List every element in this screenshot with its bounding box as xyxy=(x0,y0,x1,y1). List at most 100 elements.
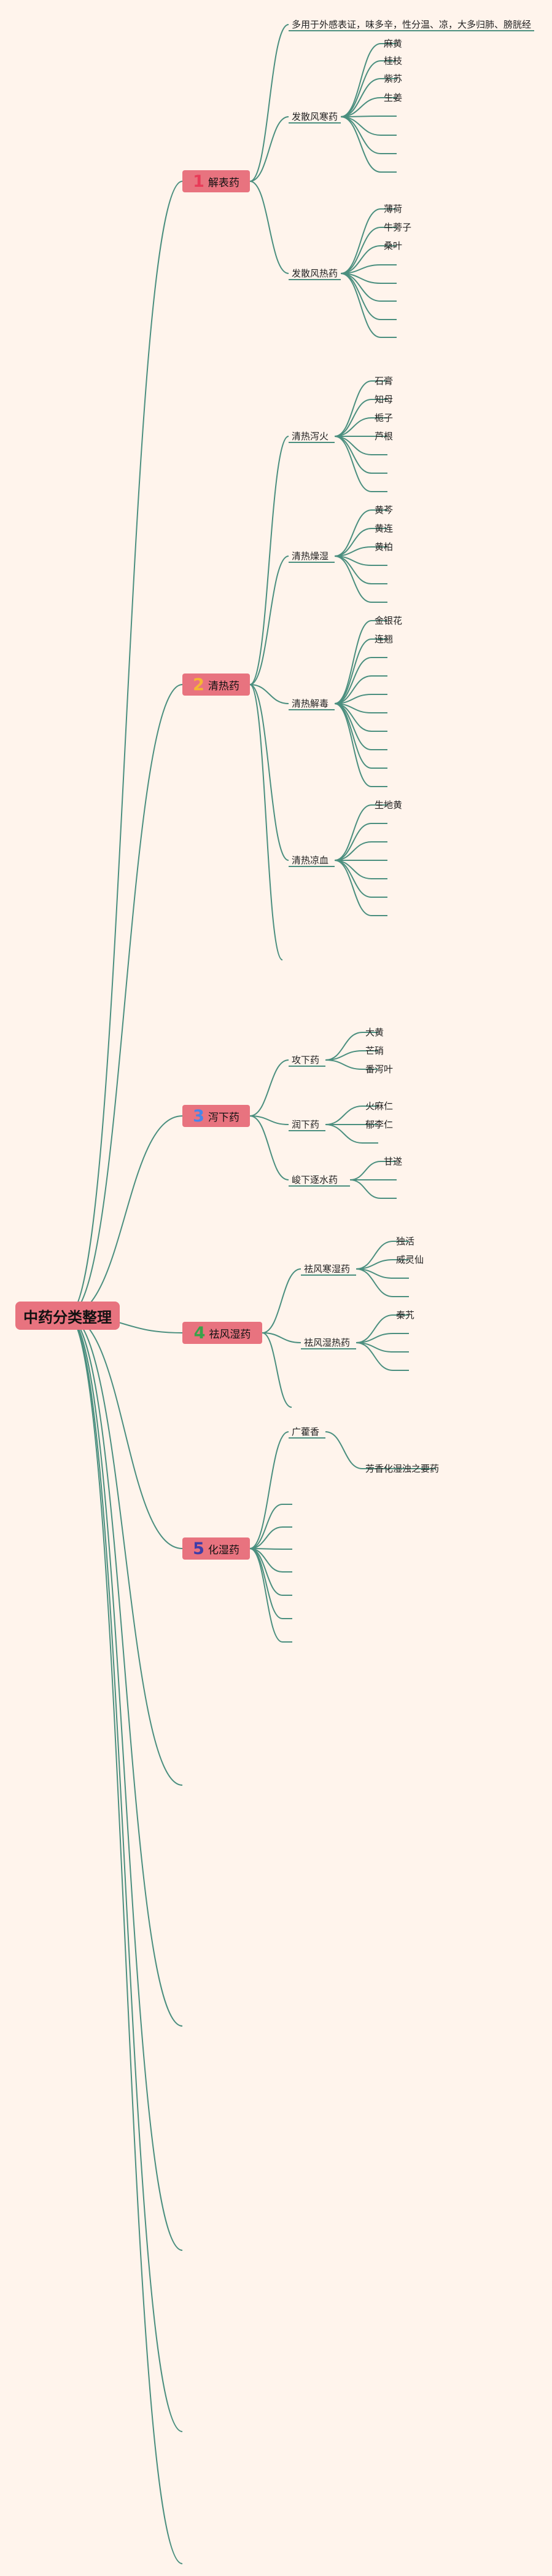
category-label: 祛风湿药 xyxy=(209,1328,251,1341)
category-number: 5 xyxy=(193,1539,204,1558)
node-c3-s1-2[interactable]: 芒硝 xyxy=(365,1045,384,1056)
c4-s1-leaf xyxy=(356,1268,394,1297)
category-node-2[interactable]: 2 清热药 xyxy=(182,673,250,696)
node-c5-s1-1[interactable]: 芳香化湿浊之要药 xyxy=(365,1463,440,1474)
node-c2-s3-1[interactable]: 金银花 xyxy=(375,615,403,626)
c2-branch xyxy=(249,684,289,704)
root-branch-empty xyxy=(67,1315,183,2432)
node-c4-s2[interactable]: 祛风湿热药 xyxy=(304,1337,351,1348)
node-c4-s2-1[interactable]: 秦艽 xyxy=(396,1310,415,1321)
c2-branch-empty xyxy=(249,684,283,960)
node-c2-s4-1[interactable]: 生地黄 xyxy=(375,799,403,811)
c1-s1-leaf xyxy=(340,43,381,117)
node-c1-s2-2[interactable]: 牛蒡子 xyxy=(384,222,412,233)
node-c1-s1[interactable]: 发散风寒药 xyxy=(292,111,338,122)
node-c1-s1-4[interactable]: 生姜 xyxy=(384,92,403,103)
c2-s4-leaf xyxy=(334,841,372,861)
c3-s1-leaf xyxy=(325,1059,363,1070)
c5-s1-leaf xyxy=(325,1431,363,1469)
category-node-5[interactable]: 5 化湿药 xyxy=(182,1537,250,1560)
node-c1-s2-1[interactable]: 薄荷 xyxy=(384,203,403,214)
node-c5-s1[interactable]: 广藿香 xyxy=(292,1426,320,1437)
node-c4-s1-2[interactable]: 威灵仙 xyxy=(396,1254,424,1265)
node-c2-s1-3[interactable]: 栀子 xyxy=(375,412,394,423)
c4-s1-leaf xyxy=(356,1241,394,1270)
category-number: 4 xyxy=(193,1323,206,1343)
c2-s4-leaf xyxy=(334,860,372,916)
c4-branch-empty xyxy=(262,1332,292,1408)
root-branch xyxy=(67,684,183,1316)
c2-s2-leaf xyxy=(334,556,372,603)
node-c2-s3[interactable]: 清热解毒 xyxy=(292,698,329,709)
c2-branch xyxy=(249,436,289,685)
node-c1-note[interactable]: 多用于外感表证，味多辛，性分温、凉，大多归肺、膀胱经 xyxy=(292,19,532,30)
node-c1-s2[interactable]: 发散风热药 xyxy=(292,268,338,279)
category-label: 清热药 xyxy=(208,680,239,693)
root-branch-empty xyxy=(67,1315,183,2564)
c1-s1-leaf xyxy=(340,116,381,136)
c2-s3-leaf xyxy=(334,620,372,704)
node-c1-s1-3[interactable]: 紫苏 xyxy=(384,73,403,84)
c3-s1-leaf xyxy=(325,1032,363,1061)
c3-s2-leaf xyxy=(325,1124,363,1144)
node-c3-s3-1[interactable]: 甘遂 xyxy=(384,1156,403,1167)
c5-branch-empty xyxy=(249,1548,283,1596)
c3-branch xyxy=(249,1115,289,1180)
mindmap-edges xyxy=(67,24,534,2564)
node-c2-s4[interactable]: 清热凉血 xyxy=(292,855,329,866)
c3-branch xyxy=(249,1115,289,1125)
node-c2-s2[interactable]: 清热燥湿 xyxy=(292,551,329,562)
category-number: 2 xyxy=(193,675,204,694)
c5-branch xyxy=(249,1431,289,1549)
node-c2-s3-2[interactable]: 连翘 xyxy=(375,634,394,645)
c3-s2-leaf xyxy=(325,1105,363,1125)
root-branch-empty xyxy=(67,1315,183,2027)
node-c3-s3[interactable]: 峻下逐水药 xyxy=(292,1174,338,1185)
node-c1-s1-2[interactable]: 桂枝 xyxy=(384,55,403,66)
node-c2-s2-3[interactable]: 黄柏 xyxy=(375,541,394,552)
c2-s1-leaf xyxy=(334,399,372,437)
c1-s2-leaf xyxy=(340,245,381,274)
c3-s3-leaf xyxy=(349,1179,381,1199)
c2-s3-leaf xyxy=(334,703,372,769)
c2-s2-leaf xyxy=(334,528,372,557)
category-label: 化湿药 xyxy=(208,1544,239,1557)
c3-branch xyxy=(249,1059,289,1117)
c2-s1-leaf xyxy=(334,436,372,455)
node-c3-s2-1[interactable]: 火麻仁 xyxy=(365,1101,394,1112)
node-c4-s1[interactable]: 祛风寒湿药 xyxy=(304,1263,351,1274)
node-c2-s2-2[interactable]: 黄连 xyxy=(375,523,394,534)
node-c2-s1-2[interactable]: 知母 xyxy=(375,394,394,405)
node-c3-s2[interactable]: 润下药 xyxy=(292,1119,320,1130)
root-node[interactable]: 中药分类整理 xyxy=(15,1302,120,1330)
node-c2-s1-4[interactable]: 芦根 xyxy=(375,431,394,442)
category-label: 解表药 xyxy=(208,176,239,189)
node-c3-s1[interactable]: 攻下药 xyxy=(292,1054,320,1066)
root-branch xyxy=(67,181,183,1316)
node-c1-s1-1[interactable]: 麻黄 xyxy=(384,38,403,49)
c2-s1-leaf xyxy=(334,436,372,492)
c5-branch-empty xyxy=(249,1526,283,1549)
node-c3-s1-3[interactable]: 番泻叶 xyxy=(365,1064,394,1075)
c1-branch xyxy=(249,24,289,182)
node-c1-s2-3[interactable]: 桑叶 xyxy=(384,240,403,251)
c5-branch-empty xyxy=(249,1548,283,1643)
category-number: 3 xyxy=(193,1106,204,1126)
node-c3-s2-2[interactable]: 郁李仁 xyxy=(365,1119,394,1130)
c2-s4-leaf xyxy=(334,804,372,861)
root-branch xyxy=(67,1115,183,1316)
node-c2-s1[interactable]: 清热泻火 xyxy=(292,431,329,442)
c1-s2-leaf xyxy=(340,208,381,274)
node-c3-s1-1[interactable]: 大黄 xyxy=(365,1027,384,1038)
node-c2-s2-1[interactable]: 黄芩 xyxy=(375,505,394,516)
c4-s2-leaf xyxy=(356,1342,394,1371)
c2-s3-leaf xyxy=(334,675,372,704)
c2-s4-leaf xyxy=(334,860,372,898)
node-c4-s1-1[interactable]: 独活 xyxy=(396,1236,415,1247)
c1-s2-leaf xyxy=(340,273,381,320)
node-c2-s1-1[interactable]: 石膏 xyxy=(375,375,394,387)
